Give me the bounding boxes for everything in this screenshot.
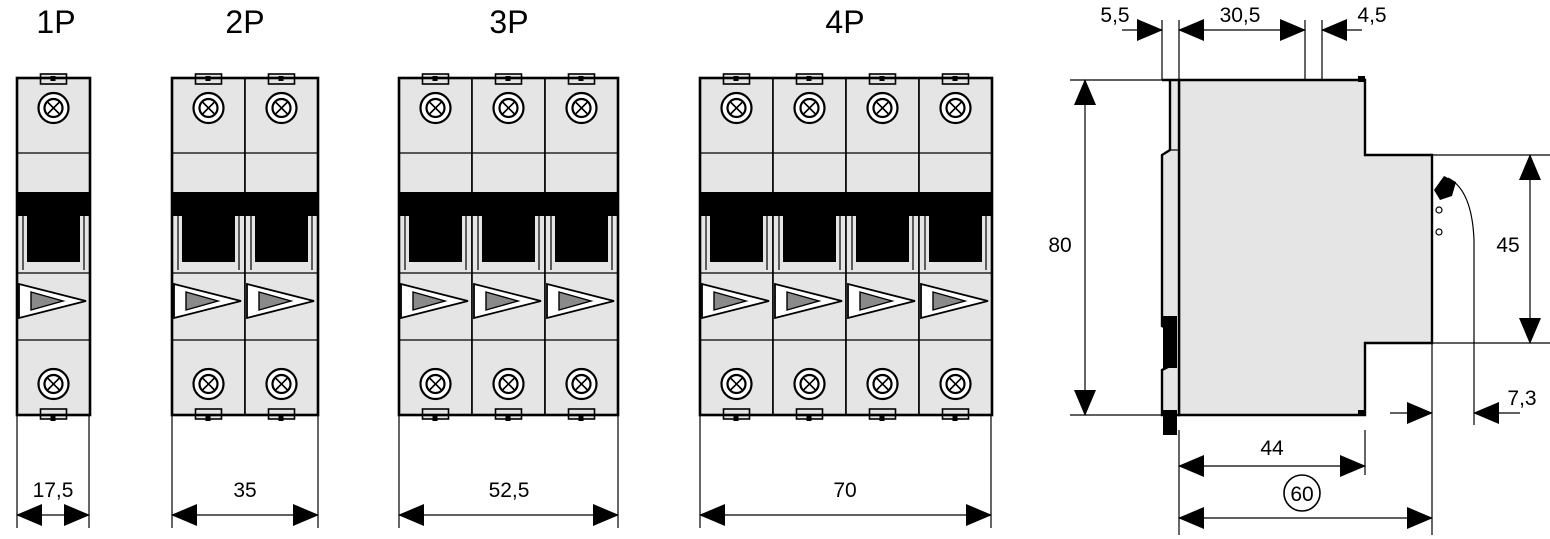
toggle-lever [27, 216, 80, 262]
dim-total-depth-circle [1283, 474, 1321, 512]
breaker-outline [15, 76, 92, 417]
breaker-outline [170, 76, 320, 417]
front-view-title-3p: 3P [489, 4, 528, 40]
front-view-3p: 3P 52,5 [397, 4, 620, 528]
toggle-band [172, 192, 245, 216]
front-view-4p: 4P 70 [698, 4, 994, 528]
toggle-band [773, 192, 846, 216]
dim-top-mid: 30,5 [1220, 4, 1261, 27]
breaker-body-2p [170, 73, 320, 421]
breaker-pole [772, 73, 847, 421]
width-dim-1p: 17,5 [33, 479, 74, 502]
toggle-band [472, 192, 545, 216]
breaker-pole [171, 73, 246, 421]
toggle-lever [182, 216, 235, 262]
front-views: 1P 17,5 2P 35 3P 52,5 4P [15, 4, 994, 528]
dim-height: 80 [1048, 234, 1071, 257]
breaker-outline [397, 76, 620, 417]
toggle-lever [929, 216, 982, 262]
front-view-title-4p: 4P [825, 4, 864, 40]
front-view-2p: 2P 35 [170, 4, 320, 528]
front-view-title-2p: 2P [225, 4, 264, 40]
side-view: 5,5 30,5 4,5 80 45 7,3 44 60 [1048, 4, 1550, 535]
dim-bottom-depth: 44 [1260, 437, 1284, 460]
dim-right-offset: 7,3 [1507, 387, 1536, 410]
dim-right-height: 45 [1496, 234, 1519, 257]
breaker-pole [845, 73, 920, 421]
dim-total-depth: 60 [1290, 483, 1313, 506]
breaker-body-1p [15, 73, 92, 421]
front-view-1p: 1P 17,5 [15, 4, 92, 528]
breaker-pole [699, 73, 774, 421]
breaker-pole [398, 73, 473, 421]
toggle-band [919, 192, 992, 216]
toggle-band [700, 192, 773, 216]
din-rail-latch [1163, 316, 1177, 368]
dim-top-right: 4,5 [1357, 4, 1386, 27]
breaker-pole [244, 73, 319, 421]
breaker-pole [544, 73, 619, 421]
front-view-title-1p: 1P [36, 4, 75, 40]
dim-top-left: 5,5 [1100, 4, 1129, 27]
toggle-lever [783, 216, 836, 262]
breaker-pole [471, 73, 546, 421]
toggle-lever [409, 216, 462, 262]
side-view-toggle [1434, 176, 1456, 200]
side-view-body [1177, 78, 1434, 417]
breaker-pole [918, 73, 993, 421]
toggle-lever [856, 216, 909, 262]
toggle-band [245, 192, 318, 216]
breaker-pole [16, 73, 91, 421]
toggle-band [545, 192, 618, 216]
toggle-lever [555, 216, 608, 262]
toggle-band [399, 192, 472, 216]
toggle-band [846, 192, 919, 216]
width-dim-2p: 35 [233, 479, 256, 502]
breaker-body-4p [698, 73, 994, 421]
toggle-lever [482, 216, 535, 262]
toggle-band [17, 192, 90, 216]
toggle-lever [710, 216, 763, 262]
toggle-lever [255, 216, 308, 262]
width-dim-4p: 70 [833, 479, 856, 502]
breaker-body-3p [397, 73, 620, 421]
breaker-outline [698, 76, 994, 417]
width-dim-3p: 52,5 [489, 479, 530, 502]
